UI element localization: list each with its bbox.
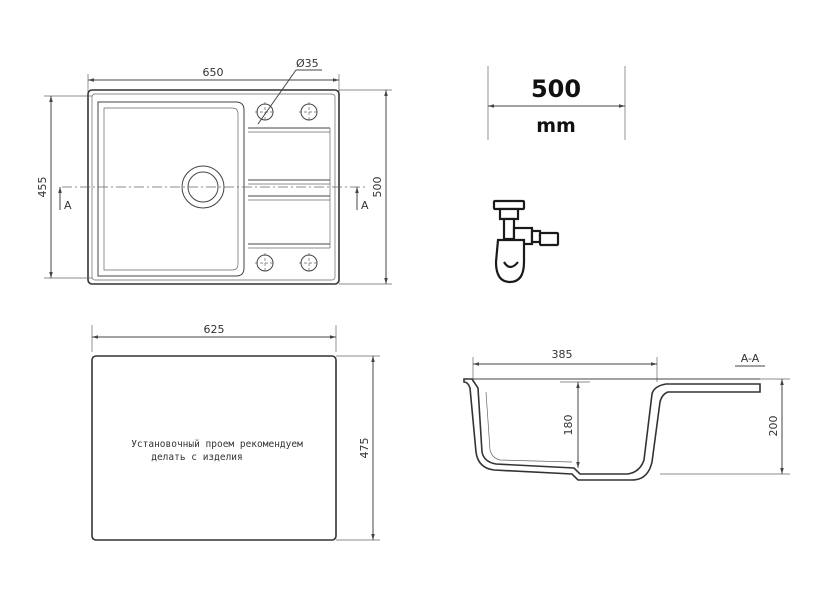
cutout-height-label: 475 [358,438,371,459]
tap-hole-top-right [299,102,319,122]
siphon-icon [492,199,560,284]
sink-profile [463,378,761,481]
sink-bowl [97,101,245,277]
cutout-width-label: 625 [204,323,225,336]
section-mark-left: A [64,199,72,212]
section-title: A-A [741,352,760,365]
section-view: A-A 385 180 200 [463,348,790,481]
scale-indicator: 500 mm [487,66,626,140]
scale-unit: mm [536,115,576,137]
section-mark-right: A [361,199,369,212]
width-650-label: 650 [203,66,224,79]
top-view: 650 [36,57,392,285]
scale-value: 500 [531,75,581,103]
cutout-note-line2: делать с изделия [151,452,243,463]
section-depth-label: 180 [562,415,575,436]
tap-hole-bottom-right [299,253,319,273]
section-width-label: 385 [552,348,573,361]
tap-hole-top-left [255,102,275,122]
section-height-label: 200 [767,416,780,437]
tap-hole-bottom-left [255,253,275,273]
height-500-label: 500 [371,177,384,198]
cutout-note-line1: Установочный проем рекомендуем [131,439,303,450]
hole-diameter-label: Ø35 [296,57,319,70]
cutout-view: 625 Установочный проем рекомендуем делат… [91,323,380,541]
cutout-rect [91,355,337,541]
height-455-label: 455 [36,177,49,198]
